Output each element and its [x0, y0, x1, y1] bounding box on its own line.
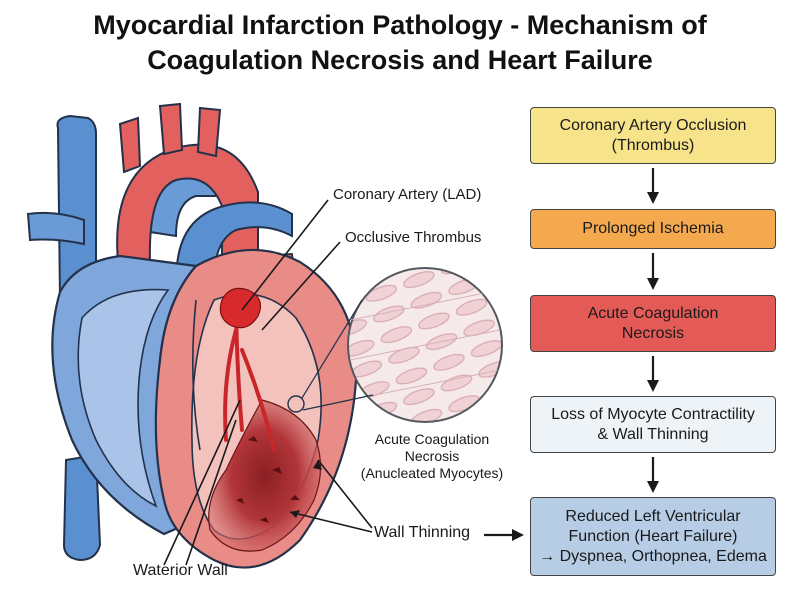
page-title: Myocardial Infarction Pathology - Mechan…	[0, 8, 800, 78]
flow-arrows	[647, 168, 659, 493]
title-line-2: Coagulation Necrosis and Heart Failure	[147, 45, 653, 75]
flow-2-line-1: Prolonged Ischemia	[582, 220, 724, 237]
label-necrosis-line-2: Necrosis	[404, 448, 460, 464]
wall-thinning-arrow	[484, 529, 524, 541]
flow-5-line-2: Function (Heart Failure)	[568, 527, 738, 545]
label-coronary-artery: Coronary Artery (LAD)	[333, 186, 482, 203]
leader-lines	[163, 199, 373, 566]
vena-cava	[56, 114, 102, 562]
flow-box-occlusion: Coronary Artery Occlusion (Thrombus)	[530, 107, 776, 164]
title-line-1: Myocardial Infarction Pathology - Mechan…	[93, 10, 707, 40]
flow-4-line-1: Loss of Myocyte Contractility	[551, 405, 755, 423]
flow-5-line-3: → Dyspnea, Orthopnea, Edema	[539, 547, 767, 565]
label-thrombus: Occlusive Thrombus	[345, 229, 482, 246]
flow-4-line-2: & Wall Thinning	[597, 425, 709, 443]
label-anterior-wall: Waterior Wall	[133, 562, 228, 579]
flow-3-line-1: Acute Coagulation	[587, 304, 719, 322]
label-necrosis: Acute Coagulation Necrosis (Anucleated M…	[352, 431, 512, 482]
label-wall-thinning: Wall Thinning	[374, 524, 471, 541]
flow-1-line-1: Coronary Artery Occlusion	[559, 116, 747, 134]
flow-3-line-2: Necrosis	[621, 324, 685, 342]
label-necrosis-line-1: Acute Coagulation	[374, 431, 490, 447]
flow-5-line-1: Reduced Left Ventricular	[565, 507, 741, 525]
label-necrosis-line-3: (Anucleated Myocytes)	[360, 465, 504, 481]
flow-1-line-2: (Thrombus)	[611, 136, 695, 154]
flow-box-ischemia: Prolonged Ischemia	[530, 209, 776, 249]
flow-box-contractility: Loss of Myocyte Contractility & Wall Thin…	[530, 396, 776, 453]
